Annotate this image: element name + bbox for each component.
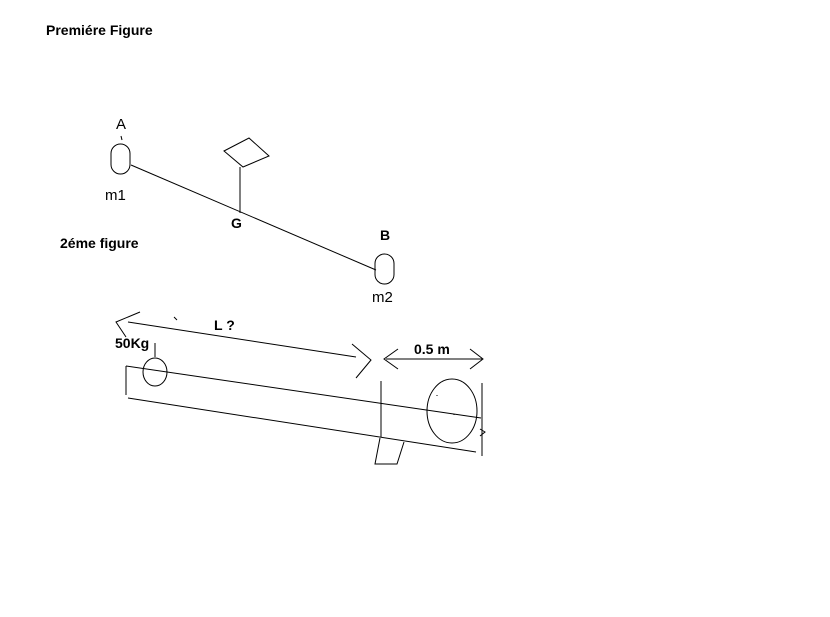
mass-50kg-label: 50Kg xyxy=(115,335,149,351)
right-bracket-tick xyxy=(479,428,486,437)
point-b-label: B xyxy=(380,227,390,243)
suspension-hook xyxy=(223,137,270,168)
rod-ab xyxy=(130,164,377,271)
distance-label: 0.5 m xyxy=(414,341,450,357)
mass-m1-label: m1 xyxy=(105,187,126,204)
length-arrow-left xyxy=(115,311,141,338)
fulcrum-triangle xyxy=(374,437,405,465)
mass-m2-label: m2 xyxy=(372,289,393,306)
figure1-title: Premiére Figure xyxy=(46,22,153,38)
plank-top-edge xyxy=(125,365,482,419)
length-label: L ? xyxy=(214,317,235,333)
figure2-title: 2éme figure xyxy=(60,235,139,251)
stray-mark xyxy=(173,316,178,321)
length-dimension-line xyxy=(127,321,357,358)
point-a-tick xyxy=(120,135,123,141)
length-arrow-right xyxy=(351,343,372,379)
mass-50kg-shape xyxy=(142,357,168,387)
point-g-label: G xyxy=(231,215,242,231)
large-mass-shape xyxy=(426,378,478,444)
distance-arrow-right xyxy=(469,348,484,370)
mass-m2-shape xyxy=(374,253,395,285)
mass-m1-shape xyxy=(110,143,131,175)
distance-arrow-left xyxy=(383,348,399,370)
point-a-label: A xyxy=(116,116,126,133)
plank-bottom-edge xyxy=(127,397,477,453)
